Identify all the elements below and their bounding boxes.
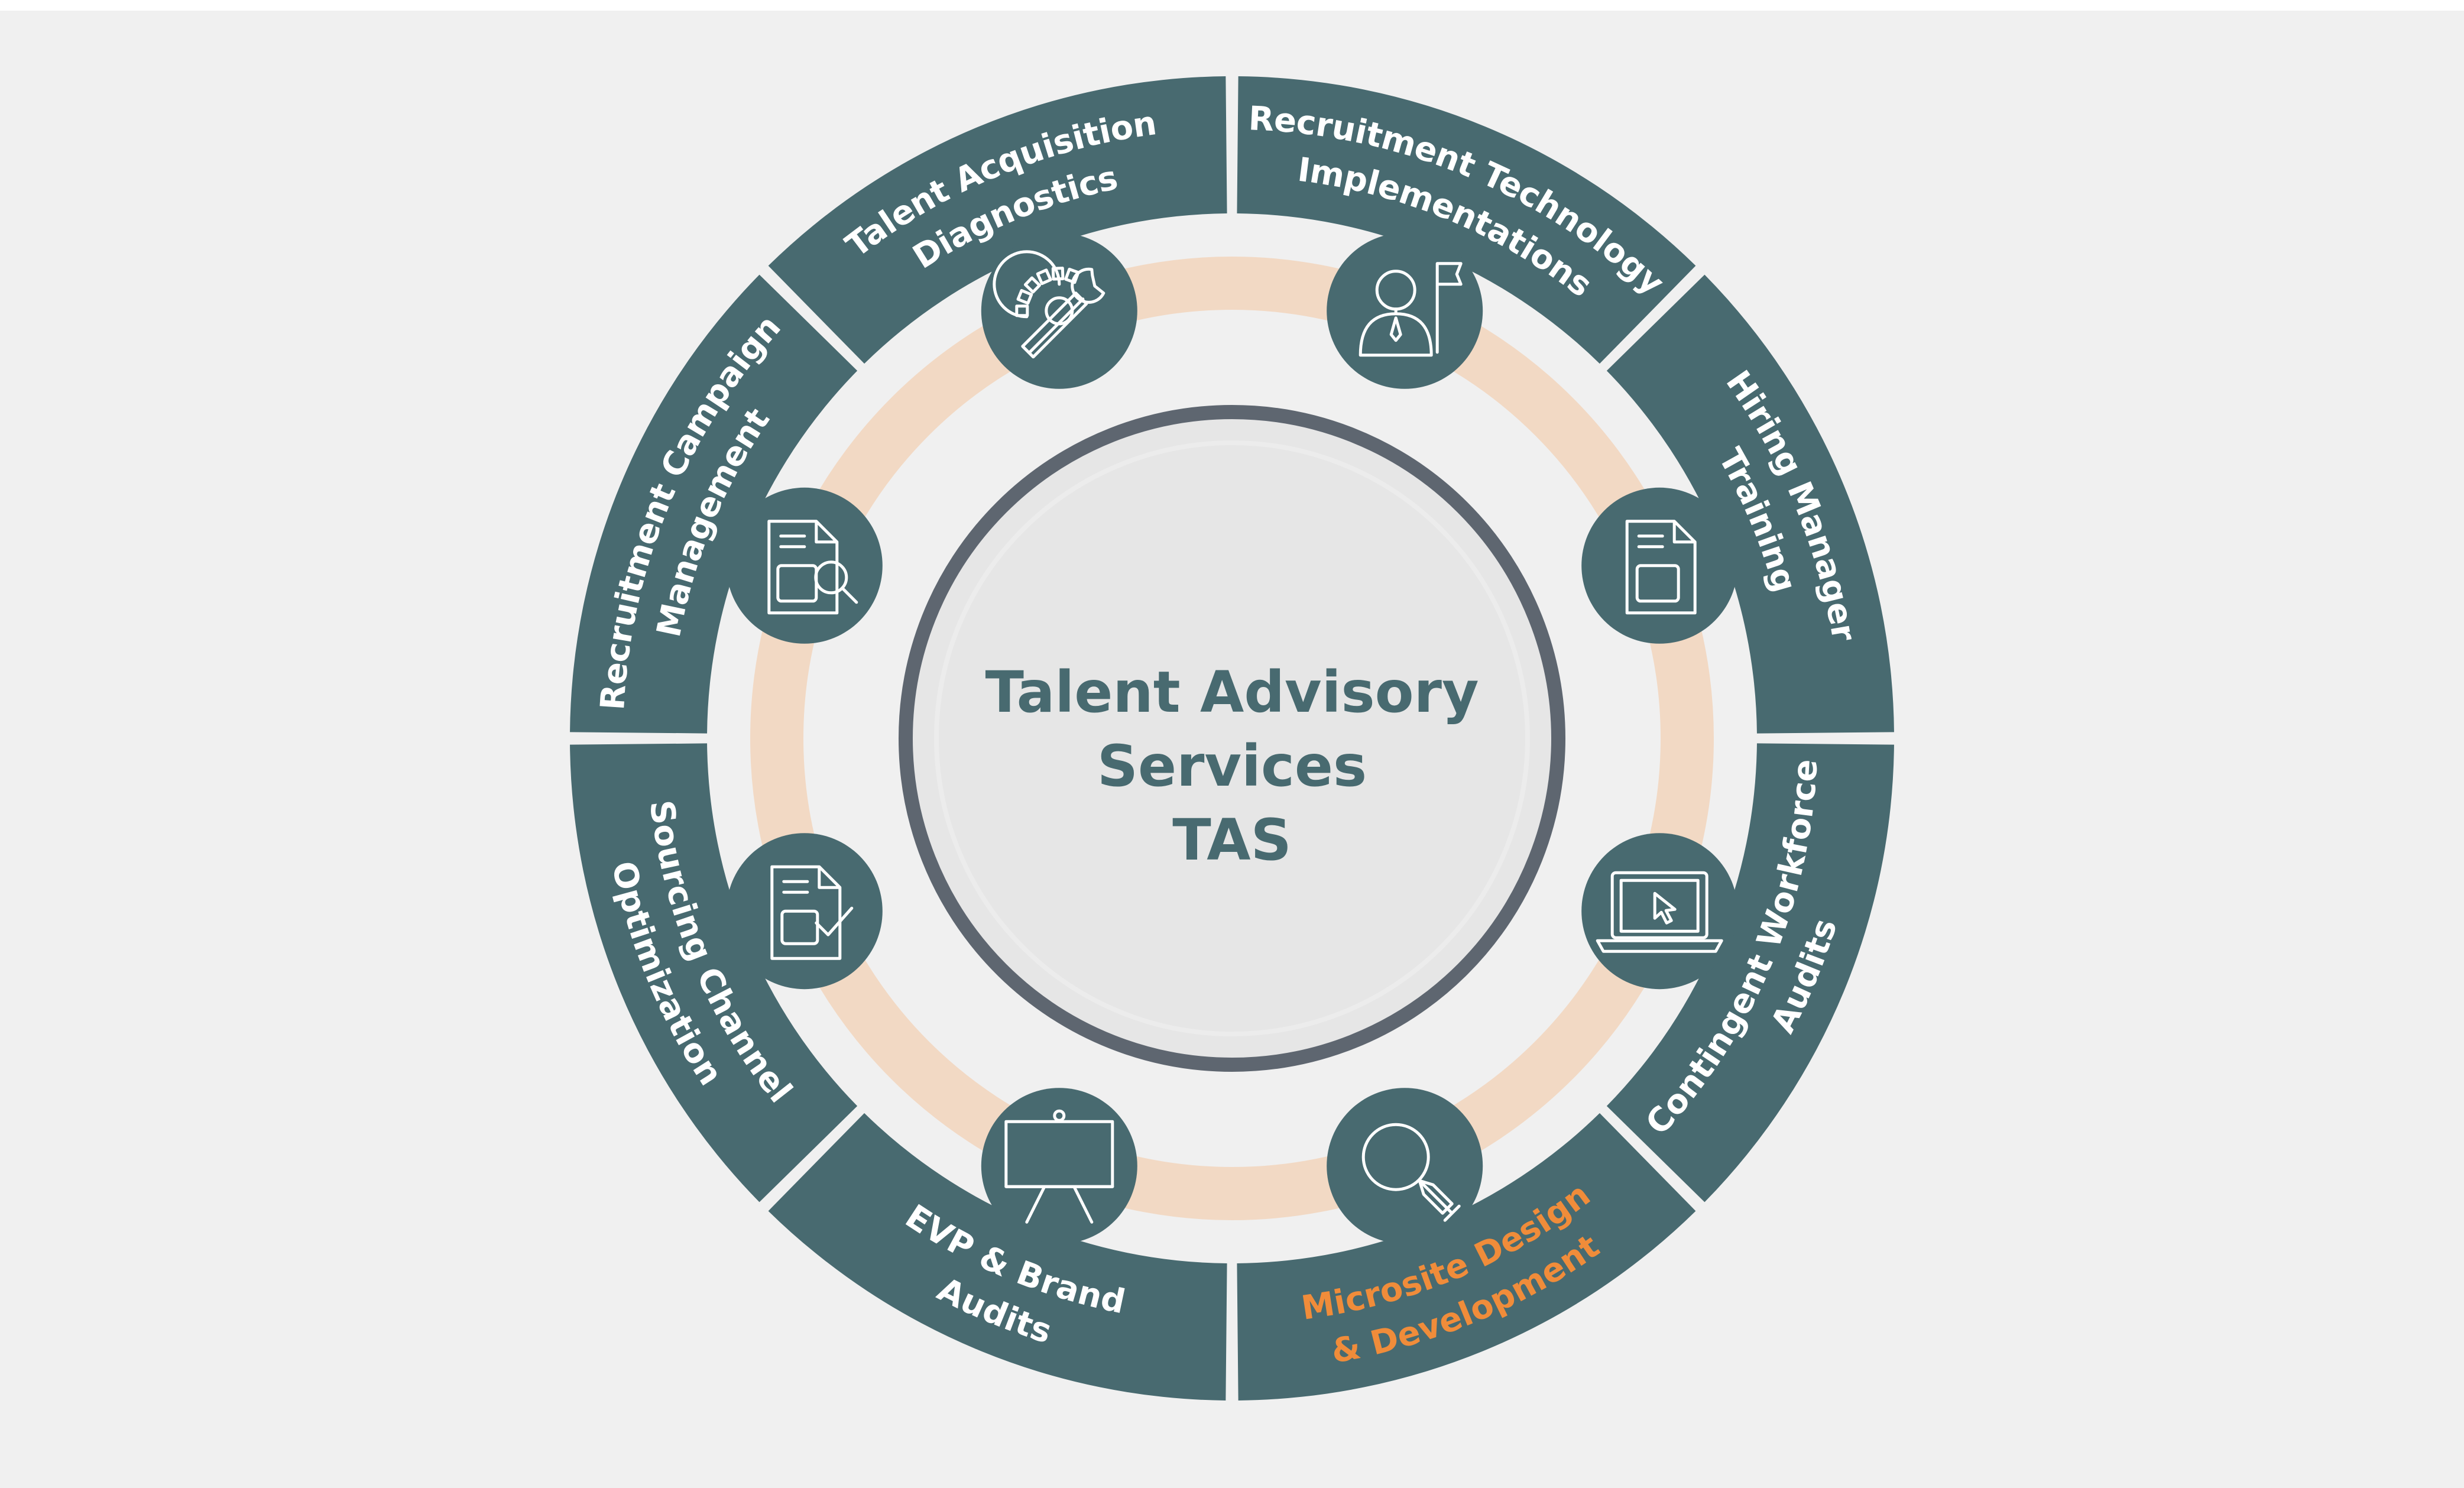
segment-shape — [768, 1113, 1227, 1401]
center-inner-ring — [934, 440, 1530, 1036]
center-title-line: Talent Advisory — [985, 659, 1479, 725]
magnifier-icon — [1327, 1088, 1483, 1244]
manager-flag-icon — [1327, 232, 1483, 389]
service-segments: Recruitment TechnologyImplementationsHir… — [570, 76, 1894, 1401]
icon-glyph — [1361, 1123, 1461, 1222]
icon-circle — [1581, 833, 1738, 990]
icon-glyph — [770, 865, 854, 960]
icon-ring — [726, 232, 1738, 1244]
icon-glyph — [993, 250, 1105, 359]
segment-shape — [570, 743, 858, 1202]
laptop-cursor-icon — [1581, 833, 1738, 990]
gear-wrench-icon — [981, 232, 1137, 389]
icon-glyph — [1625, 520, 1697, 615]
segment-shape — [1606, 743, 1894, 1202]
presentation-board-icon — [981, 1088, 1137, 1244]
segment-shape — [1237, 76, 1696, 364]
icon-circle — [1327, 1088, 1483, 1244]
icon-glyph — [767, 520, 858, 615]
segment-shape — [1237, 1113, 1696, 1401]
document-icon — [1581, 487, 1738, 644]
icon-glyph — [1004, 1109, 1114, 1224]
icon-circle — [1327, 232, 1483, 389]
icon-glyph — [1359, 262, 1463, 357]
center-title-line: Services — [1097, 733, 1367, 799]
icon-glyph — [1596, 871, 1723, 953]
document-check-icon — [726, 833, 883, 990]
tas-wheel-diagram: Recruitment TechnologyImplementationsHir… — [570, 76, 1894, 1401]
center-circle — [899, 405, 1565, 1072]
segment-shape — [570, 274, 858, 734]
segment-shape — [1606, 274, 1894, 734]
peach-ring-layer — [750, 257, 1714, 1220]
document-search-icon — [726, 487, 883, 644]
icon-circle — [981, 1088, 1137, 1244]
center-title-line: TAS — [1172, 807, 1291, 873]
segment-shape — [768, 76, 1227, 364]
peach-ring — [750, 257, 1714, 1220]
